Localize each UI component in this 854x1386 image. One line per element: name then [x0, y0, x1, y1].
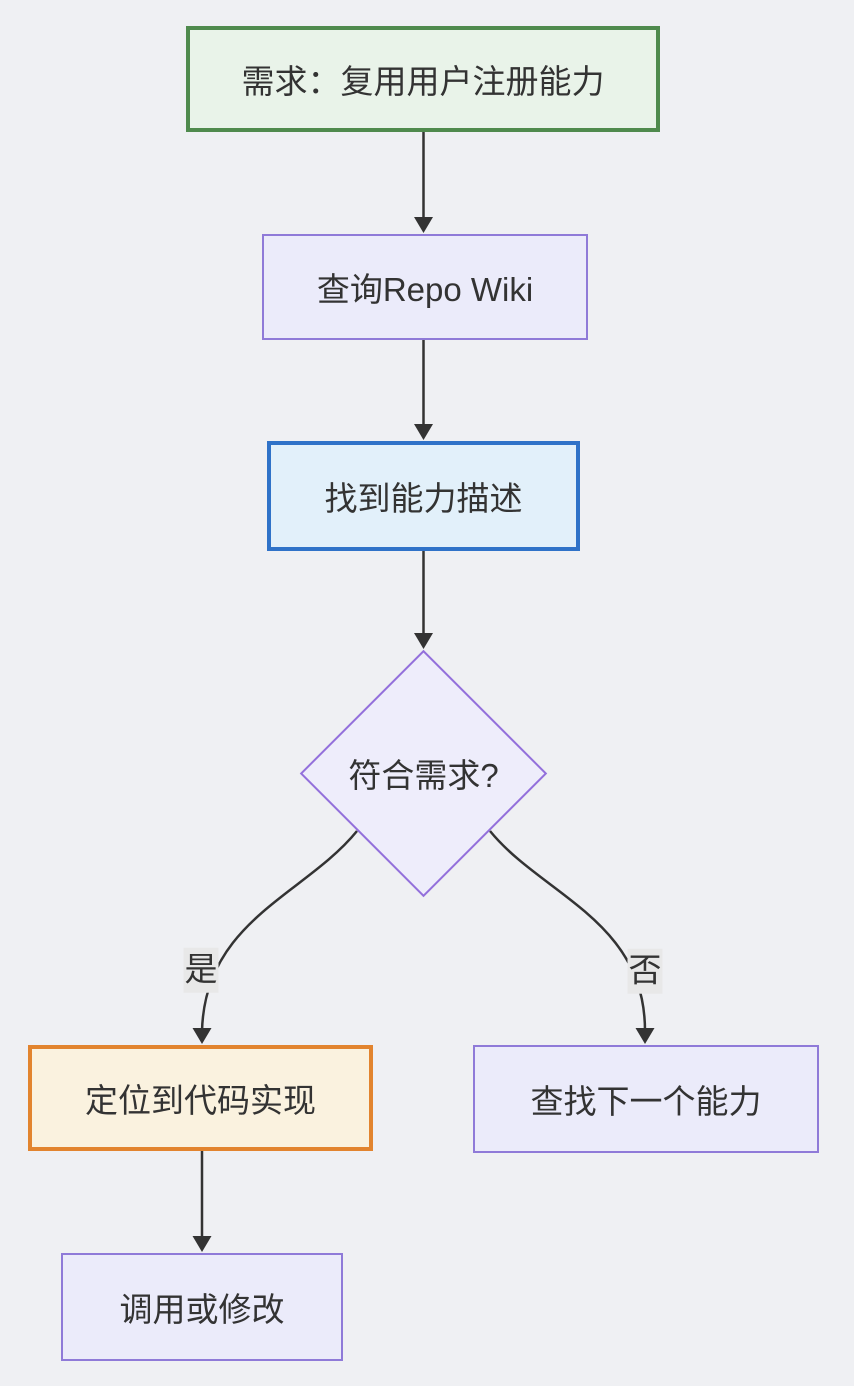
arrowhead-d-f: [635, 1028, 655, 1044]
node-call-or-modify-label: 调用或修改: [119, 1291, 285, 1328]
node-query-repo-wiki: 查询Repo Wiki: [262, 234, 588, 340]
node-decision-label: 符合需求?: [348, 749, 498, 797]
node-requirement: 需求：复用用户注册能力: [186, 26, 660, 132]
arrowhead-b-c: [414, 424, 433, 440]
arrowhead-c-d: [414, 633, 433, 649]
node-locate-code-implementation: 定位到代码实现: [28, 1045, 373, 1151]
node-decision-label-text: 符合需求?: [348, 757, 499, 794]
edge-label-no: 否: [627, 948, 663, 994]
edge-label-yes-text: 是: [184, 950, 218, 988]
edge-label-yes: 是: [183, 947, 219, 993]
node-find-next-capability: 查找下一个能力: [473, 1045, 819, 1153]
node-find-next-capability-label: 查找下一个能力: [530, 1083, 762, 1120]
arrowhead-e-g: [192, 1236, 212, 1252]
arrowhead-d-e: [192, 1028, 212, 1044]
node-find-capability-description: 找到能力描述: [267, 441, 580, 551]
edge-d-e-yes: [200, 830, 358, 1032]
edge-d-f-no: [489, 830, 647, 1032]
arrowhead-a-b: [414, 217, 433, 233]
edge-label-no-text: 否: [628, 951, 662, 989]
node-requirement-label: 需求：复用用户注册能力: [241, 63, 605, 100]
node-query-repo-wiki-label: 查询Repo Wiki: [316, 271, 534, 308]
node-locate-code-implementation-label: 定位到代码实现: [85, 1082, 316, 1119]
node-call-or-modify: 调用或修改: [61, 1253, 343, 1361]
node-find-capability-description-label: 找到能力描述: [324, 480, 523, 517]
